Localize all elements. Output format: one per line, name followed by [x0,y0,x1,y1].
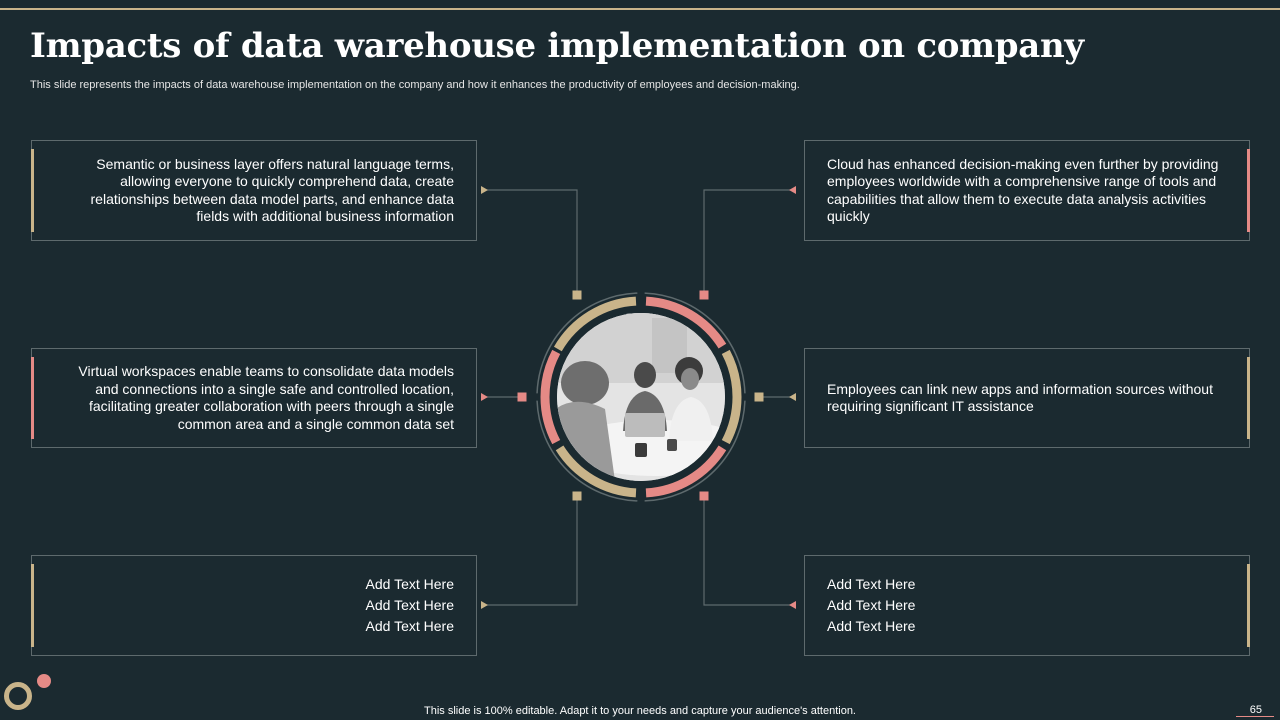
box-accent [31,564,34,647]
placeholder-text: Add Text Here [827,576,916,592]
box-accent [1247,357,1250,439]
connector-arrow-tip [481,601,488,609]
page-number: 65 [1249,704,1262,716]
hub-outer-ring-segment [644,292,746,394]
hub-outer-ring-segment [536,292,638,394]
connector-arrow-tip [481,186,488,194]
hub-ring-segment [645,296,727,349]
hub-ring-segment [553,296,637,352]
impact-box-middle-right[interactable]: Employees can link new apps and informat… [804,348,1250,448]
impact-box-middle-left[interactable]: Virtual workspaces enable teams to conso… [31,348,477,448]
hub-ring-segment [645,445,727,498]
box-accent [1247,149,1250,232]
slide-subtitle: This slide represents the impacts of dat… [30,79,800,91]
placeholder-text: Add Text Here [365,597,454,613]
impact-text-middle-left: Virtual workspaces enable teams to conso… [78,363,454,432]
placeholder-text: Add Text Here [365,576,454,592]
connector-line [481,189,578,295]
slide-title: Impacts of data warehouse implementation… [30,26,1084,66]
connector-line [703,189,796,295]
box-accent [1247,564,1250,647]
impact-box-top-left[interactable]: Semantic or business layer offers natura… [31,140,477,241]
connector-arrow-tip [789,601,796,609]
footer-note: This slide is 100% editable. Adapt it to… [424,705,856,717]
connector-line [481,496,578,606]
connector-arrow-tip [789,186,796,194]
impact-text-top-left: Semantic or business layer offers natura… [90,155,454,225]
connector-node-square [699,290,709,300]
connector-arrow-tip [481,393,488,401]
impact-box-bottom-right[interactable]: Add Text Here Add Text Here Add Text Her… [804,555,1250,656]
hub-ring-segment [721,349,742,445]
impact-box-top-right[interactable]: Cloud has enhanced decision-making even … [804,140,1250,241]
impact-text-middle-right: Employees can link new apps and informat… [827,380,1213,415]
hub-ring-segment [555,445,637,498]
placeholder-text: Add Text Here [365,618,454,634]
decorative-dot-icon [37,674,51,688]
decorative-ring-icon [4,682,32,710]
hub-outer-ring-segment [536,400,638,502]
placeholder-text: Add Text Here [827,618,916,634]
team-meeting-photo [557,313,725,481]
connector-line [703,496,796,606]
connector-arrow-tip [789,393,796,401]
team-meeting-illustration [557,313,725,481]
connector-node-square [572,491,582,501]
impact-text-top-right: Cloud has enhanced decision-making even … [827,155,1219,225]
placeholder-text: Add Text Here [827,597,916,613]
connector-node-square [517,392,527,402]
connector-node-square [754,392,764,402]
box-accent [31,149,34,232]
connector-node-square [699,491,709,501]
connector-node-square [572,290,582,300]
page-number-underline [1236,716,1274,717]
box-accent [31,357,34,439]
impact-box-bottom-left[interactable]: Add Text Here Add Text Here Add Text Her… [31,555,477,656]
top-rule [0,8,1280,10]
hub-outer-ring-segment [644,400,746,502]
hub-ring-segment [540,349,561,445]
